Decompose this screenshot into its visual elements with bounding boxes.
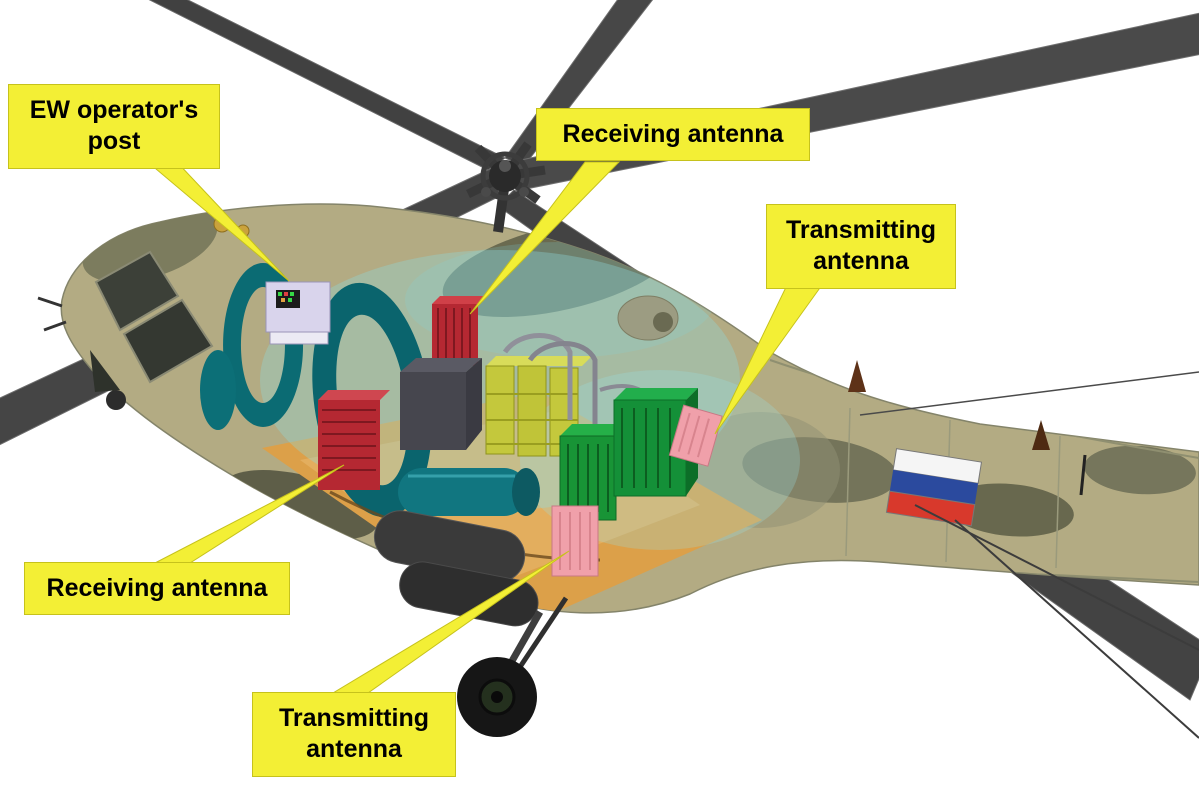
blade-antenna-icon [1032,420,1050,450]
leader-receiving-antenna-top [469,161,621,315]
label-receiving-antenna-left: Receiving antenna [24,562,290,616]
cutaway-interior [200,250,800,613]
nose-sensor [106,390,126,410]
label-receiving-antenna-top: Receiving antenna [536,108,810,162]
label-ew-operators-post: EW operator's post [8,84,220,169]
whip-antenna-icon [1079,454,1087,496]
gear-strut [511,596,569,678]
external-pod [373,510,539,627]
transmitting-antenna-panel-right [668,404,723,467]
engine-intake [653,312,673,332]
label-transmitting-antenna-right: Transmitting antenna [766,204,956,289]
nose-probe-icon [37,296,63,308]
nose-probe-icon [43,320,67,332]
fuel-tank [398,468,540,516]
transmitting-antenna-panel-lower [551,505,599,577]
equipment-cabinet [400,358,482,450]
bracing-wires [859,371,1199,739]
receiving-antenna-unit-upper [432,296,486,366]
label-transmitting-antenna-bottom: Transmitting antenna [252,692,456,777]
bulkhead-oval [200,350,236,430]
ew-operator-console [265,281,331,345]
cockpit-glass [90,250,214,392]
gear-strut [504,610,544,670]
leader-lines [141,157,823,694]
main-rotor-hub [466,141,546,233]
landing-gear-wheel [457,657,537,737]
blade-antenna-icon [848,360,866,392]
russian-flag [885,448,983,527]
